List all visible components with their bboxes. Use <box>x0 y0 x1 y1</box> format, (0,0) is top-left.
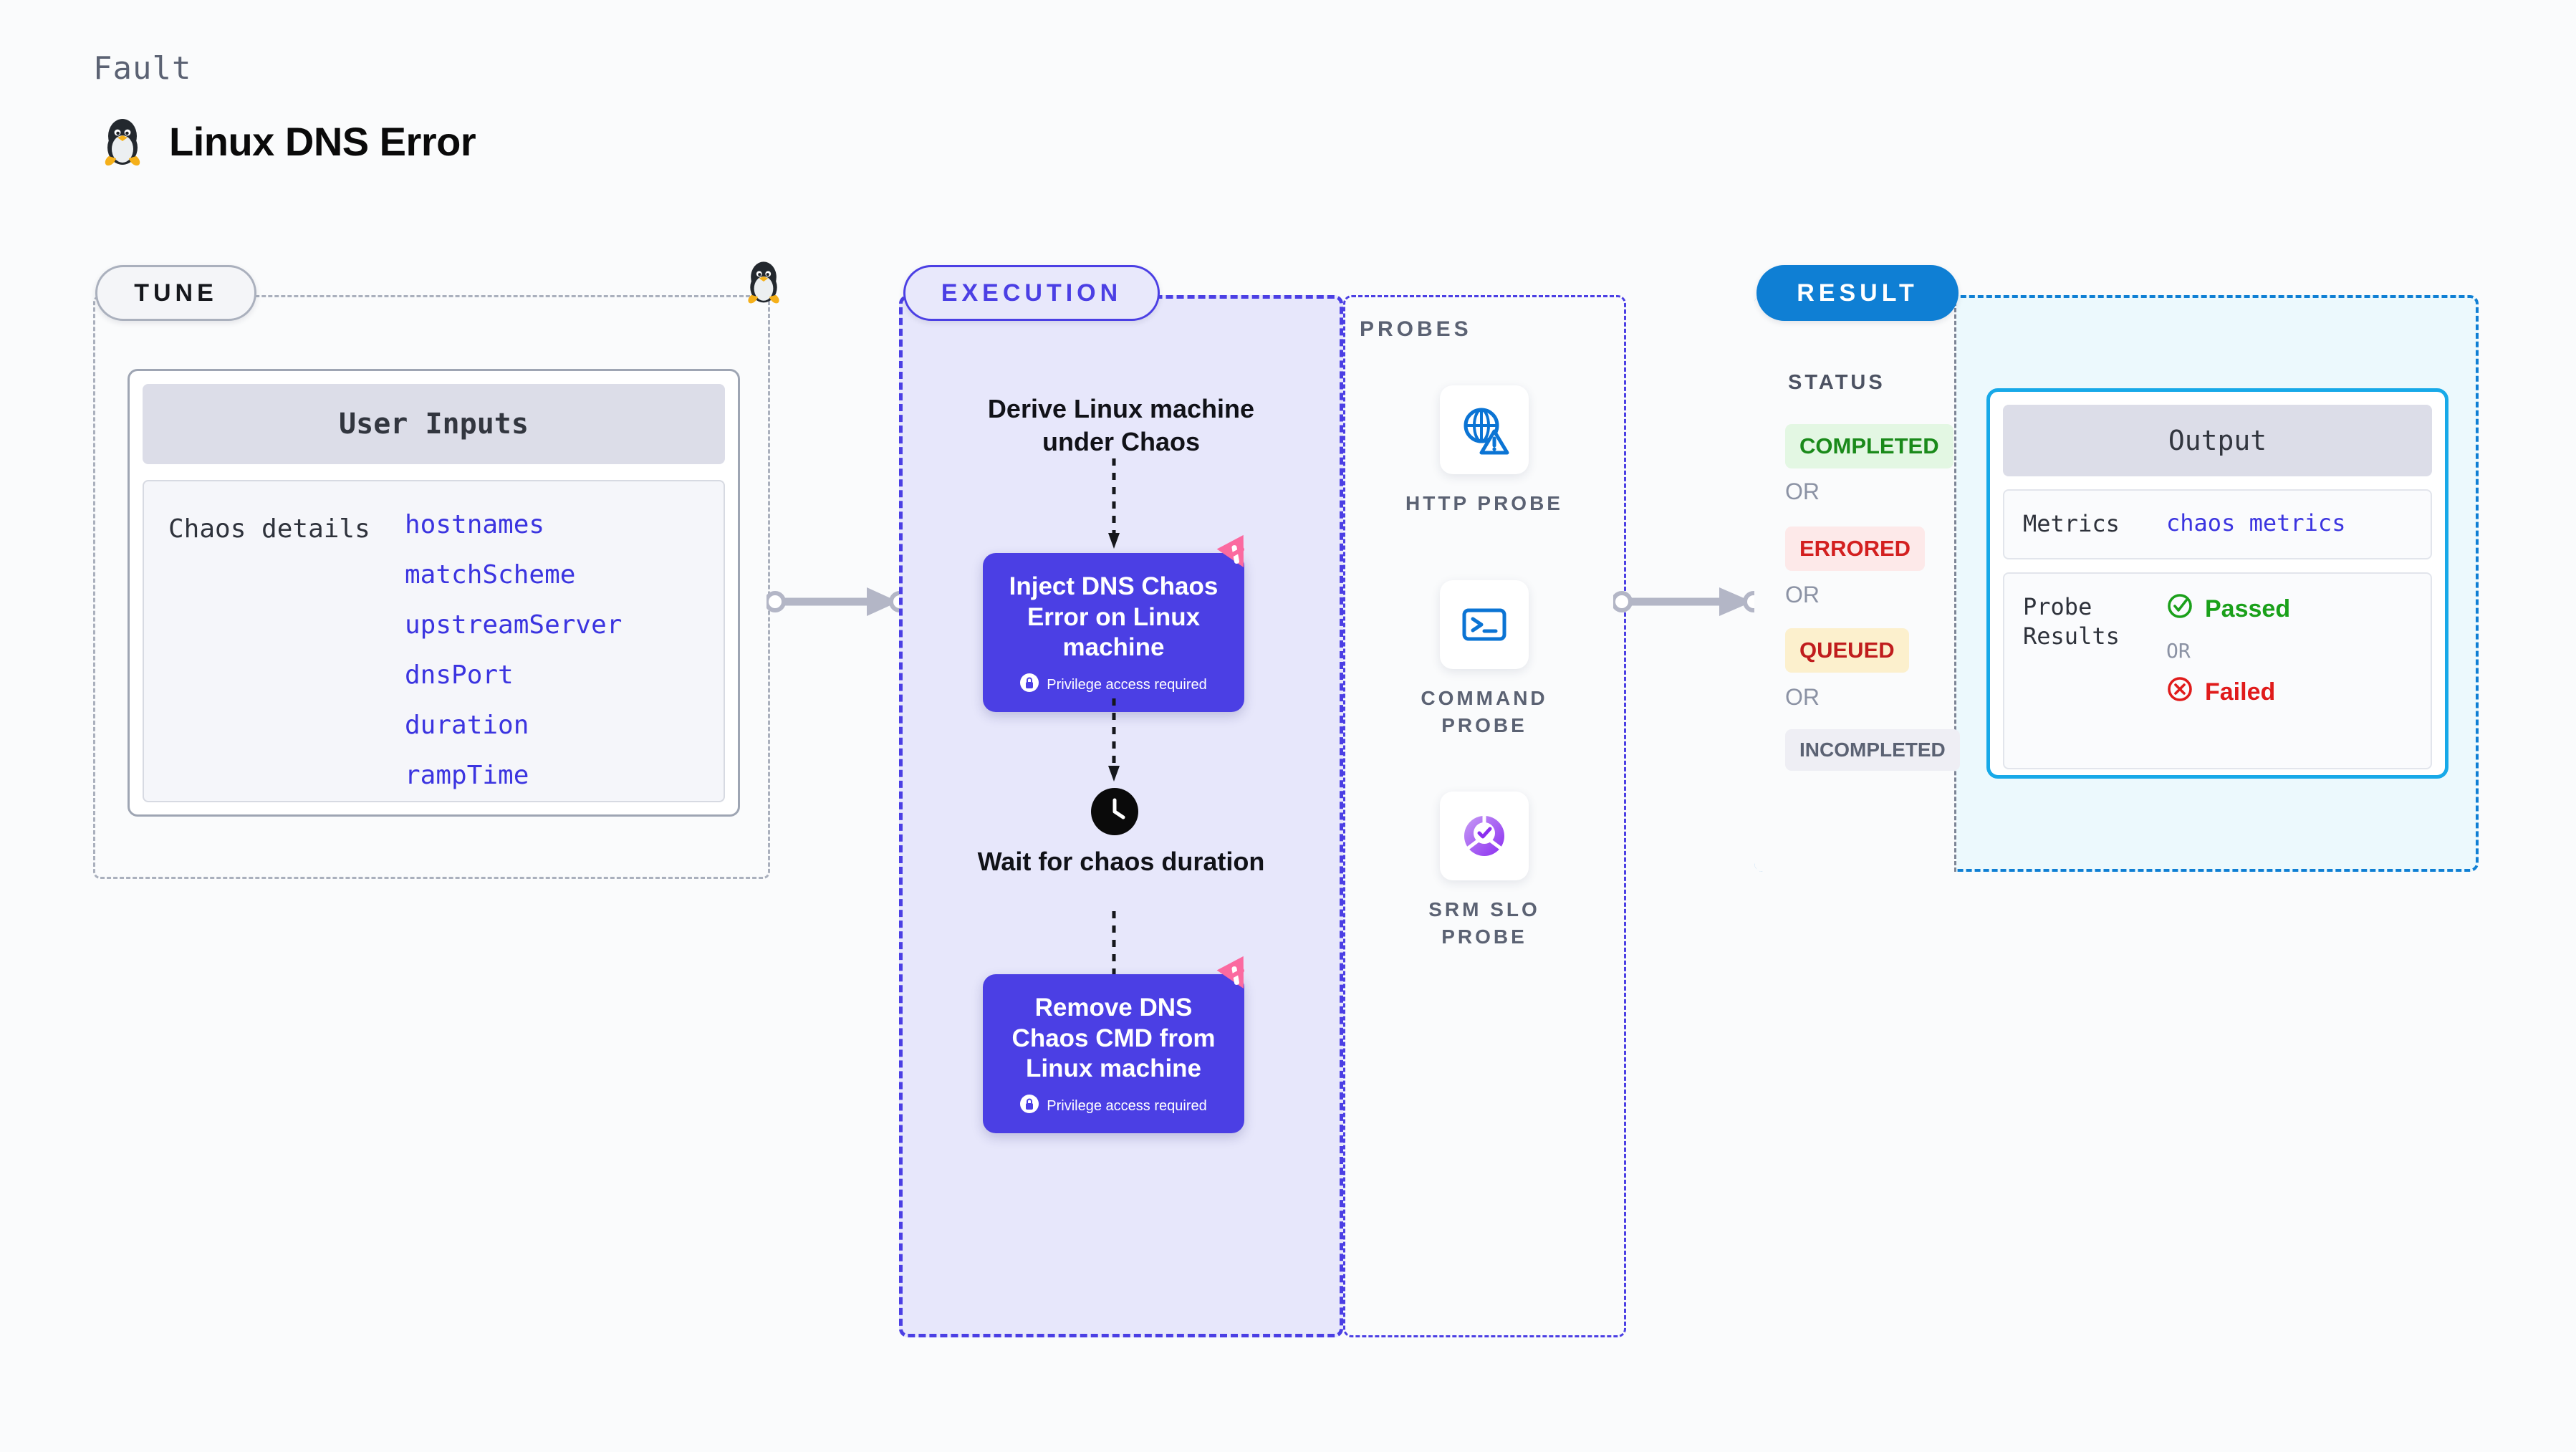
tux-penguin-icon <box>100 115 145 168</box>
execution-badge[interactable]: EXECUTION <box>903 265 1160 321</box>
arrow-derive-to-inject <box>1108 458 1120 549</box>
probe-http-label: HTTP PROBE <box>1405 492 1563 514</box>
param-matchscheme[interactable]: matchScheme <box>405 560 576 590</box>
probe-results-list: Passed OR Failed <box>2166 592 2290 749</box>
result-badge[interactable]: RESULT <box>1756 265 1959 321</box>
chaos-param-list: hostnames matchScheme upstreamServer dns… <box>405 510 623 790</box>
node-inject-note-row: Privilege access required <box>997 673 1230 696</box>
param-dnsport[interactable]: dnsPort <box>405 660 514 690</box>
output-metrics-row: Metrics chaos metrics <box>2003 489 2432 559</box>
page-title: Linux DNS Error <box>169 118 476 164</box>
tune-badge[interactable]: TUNE <box>95 265 256 321</box>
probe-http[interactable]: HTTP PROBE <box>1391 385 1577 517</box>
globe-warning-icon <box>1440 385 1529 474</box>
user-inputs-card: User Inputs Chaos details hostnames matc… <box>128 369 740 817</box>
connector-tune-to-execution <box>766 587 910 616</box>
status-or-2: OR <box>1785 582 1820 607</box>
output-metrics-label: Metrics <box>2023 510 2120 537</box>
node-inject-note: Privilege access required <box>1047 676 1207 693</box>
page-kicker: Fault <box>93 50 192 87</box>
clock-icon <box>1091 788 1138 839</box>
lock-icon <box>1020 673 1039 696</box>
output-title: Output <box>2003 405 2432 476</box>
execution-step-wait: Wait for chaos duration <box>977 847 1265 876</box>
x-circle-icon <box>2166 675 2193 709</box>
status-or-3: OR <box>1785 684 1820 710</box>
node-inject-title: Inject DNS Chaos Error on Linux machine <box>1009 572 1219 662</box>
lock-icon <box>1020 1095 1039 1117</box>
probe-command-label: COMMAND PROBE <box>1421 687 1548 736</box>
probe-srm-slo[interactable]: SRM SLO PROBE <box>1391 792 1577 951</box>
harness-ribbon-icon <box>1216 956 1260 1000</box>
status-badge-incompleted: INCOMPLETED <box>1785 729 1960 771</box>
probe-result-passed-label: Passed <box>2205 595 2291 622</box>
status-badge-completed: COMPLETED <box>1785 424 1953 468</box>
slo-donut-check-icon <box>1440 792 1529 880</box>
user-inputs-title: User Inputs <box>143 384 725 464</box>
probe-srm-slo-label: SRM SLO PROBE <box>1428 898 1540 948</box>
chaos-details-label: Chaos details <box>168 514 370 544</box>
status-badge-queued: QUEUED <box>1785 628 1909 673</box>
output-probe-results-label: Probe Results <box>2023 592 2120 650</box>
probe-command[interactable]: COMMAND PROBE <box>1391 580 1577 739</box>
execution-node-remove[interactable]: Remove DNS Chaos CMD from Linux machine … <box>983 956 1245 1134</box>
harness-ribbon-icon <box>1216 534 1260 579</box>
output-probe-results-row: Probe Results Passed OR <box>2003 572 2432 769</box>
output-card: Output Metrics chaos metrics Probe Resul… <box>1986 388 2448 779</box>
output-metrics-value[interactable]: chaos metrics <box>2166 509 2346 537</box>
status-column <box>1754 295 1956 872</box>
page-title-row: Linux DNS Error <box>100 115 476 168</box>
status-badge-errored: ERRORED <box>1785 527 1926 571</box>
param-ramptime[interactable]: rampTime <box>405 761 529 790</box>
node-remove-title: Remove DNS Chaos CMD from Linux machine <box>1011 994 1216 1083</box>
check-circle-icon <box>2166 592 2193 626</box>
arrow-inject-to-wait <box>1108 698 1120 782</box>
status-label: STATUS <box>1788 371 1885 394</box>
chaos-details-box: Chaos details hostnames matchScheme upst… <box>143 480 725 802</box>
node-remove-note-row: Privilege access required <box>997 1095 1230 1117</box>
param-upstreamserver[interactable]: upstreamServer <box>405 610 623 640</box>
param-hostnames[interactable]: hostnames <box>405 510 545 539</box>
status-or-1: OR <box>1785 479 1820 504</box>
tune-region <box>93 295 770 879</box>
execution-node-inject[interactable]: Inject DNS Chaos Error on Linux machine … <box>983 534 1245 713</box>
probe-result-failed-label: Failed <box>2205 678 2276 706</box>
probe-result-or: OR <box>2166 638 2191 663</box>
probe-result-passed: Passed <box>2166 592 2290 626</box>
connector-execution-to-result <box>1613 587 1764 616</box>
param-duration[interactable]: duration <box>405 711 529 740</box>
probe-result-failed: Failed <box>2166 675 2290 709</box>
tux-penguin-marker-icon <box>744 258 784 309</box>
probes-label: PROBES <box>1360 317 1472 341</box>
terminal-icon <box>1440 580 1529 669</box>
node-remove-note: Privilege access required <box>1047 1097 1207 1114</box>
execution-step-derive: Derive Linux machine under Chaos <box>987 394 1255 457</box>
